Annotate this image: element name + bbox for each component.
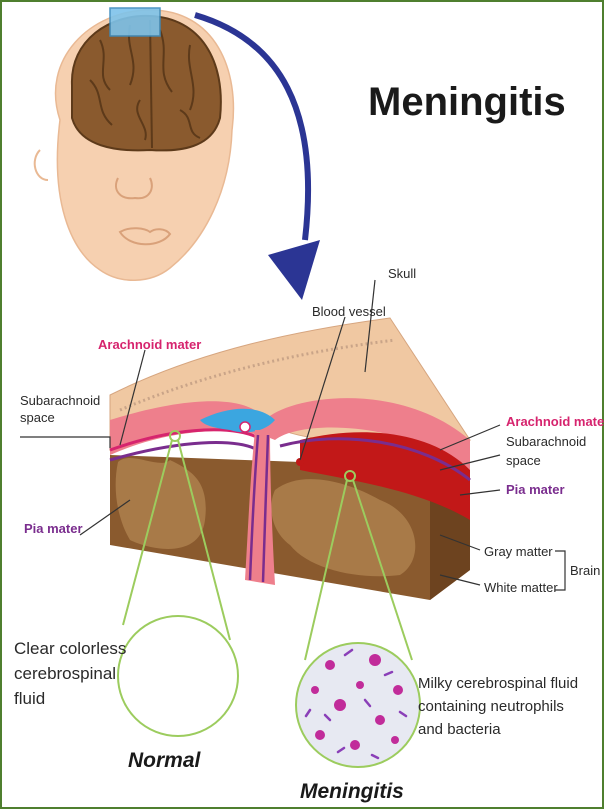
label-gray-matter: Gray matter <box>484 544 553 559</box>
normal-fluid-circle <box>118 616 238 736</box>
label-arachnoid-right: Arachnoid mater <box>506 414 604 429</box>
cross-section <box>110 318 470 600</box>
meningitis-caption: Meningitis <box>300 780 404 803</box>
meningitis-desc-line-1: Milky cerebrospinal fluid <box>418 675 578 692</box>
label-blood-vessel: Blood vessel <box>312 304 386 319</box>
meningitis-desc-line-2: containing neutrophils <box>418 698 564 715</box>
label-subarachnoid-right-2: space <box>506 453 541 468</box>
label-subarachnoid-left-1: Subarachnoid <box>20 393 100 408</box>
selection-box <box>110 8 160 36</box>
ear-left <box>35 150 48 180</box>
normal-desc-line-3: fluid <box>14 689 45 708</box>
label-pia-left: Pia mater <box>24 521 83 536</box>
normal-desc-line-1: Clear colorless <box>14 639 126 658</box>
meningitis-desc-line-3: and bacteria <box>418 721 501 738</box>
label-subarachnoid-right-1: Subarachnoid <box>506 434 586 449</box>
vessel-dot-left <box>240 422 250 432</box>
label-white-matter: White matter <box>484 580 558 595</box>
label-subarachnoid-left-2: space <box>20 410 55 425</box>
label-skull: Skull <box>388 266 416 281</box>
meningitis-fluid-circle <box>296 643 420 767</box>
normal-caption: Normal <box>128 749 202 772</box>
head-illustration <box>35 8 234 280</box>
label-pia-right: Pia mater <box>506 482 565 497</box>
central-fold <box>245 430 275 585</box>
label-brain: Brain <box>570 563 600 578</box>
normal-desc-line-2: cerebrospinal <box>14 664 116 683</box>
label-arachnoid-left: Arachnoid mater <box>98 337 201 352</box>
page-title: Meningitis <box>368 80 566 124</box>
